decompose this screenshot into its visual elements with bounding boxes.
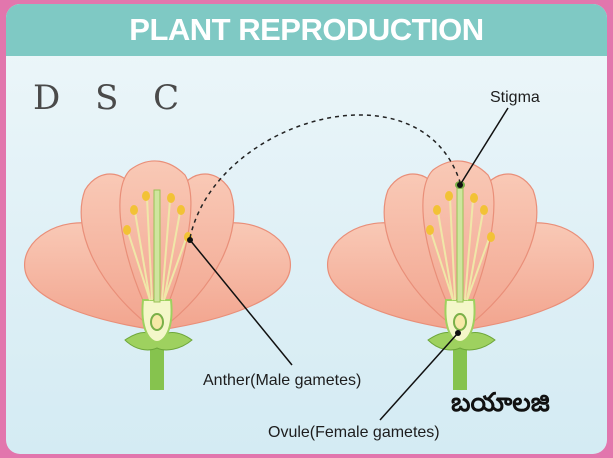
left-style [154,190,160,302]
right-style [457,186,463,302]
stigma-label: Stigma [490,89,540,107]
right-flower [328,161,594,390]
ovule-label: Ovule(Female gametes) [268,424,440,442]
right-ovule [454,314,466,330]
left-ovule [151,314,163,330]
telugu-caption: బయాలజి [451,388,550,424]
anther-label: Anther(Male gametes) [203,372,361,390]
ovule-leader-line [380,333,458,420]
left-flower [25,161,291,390]
